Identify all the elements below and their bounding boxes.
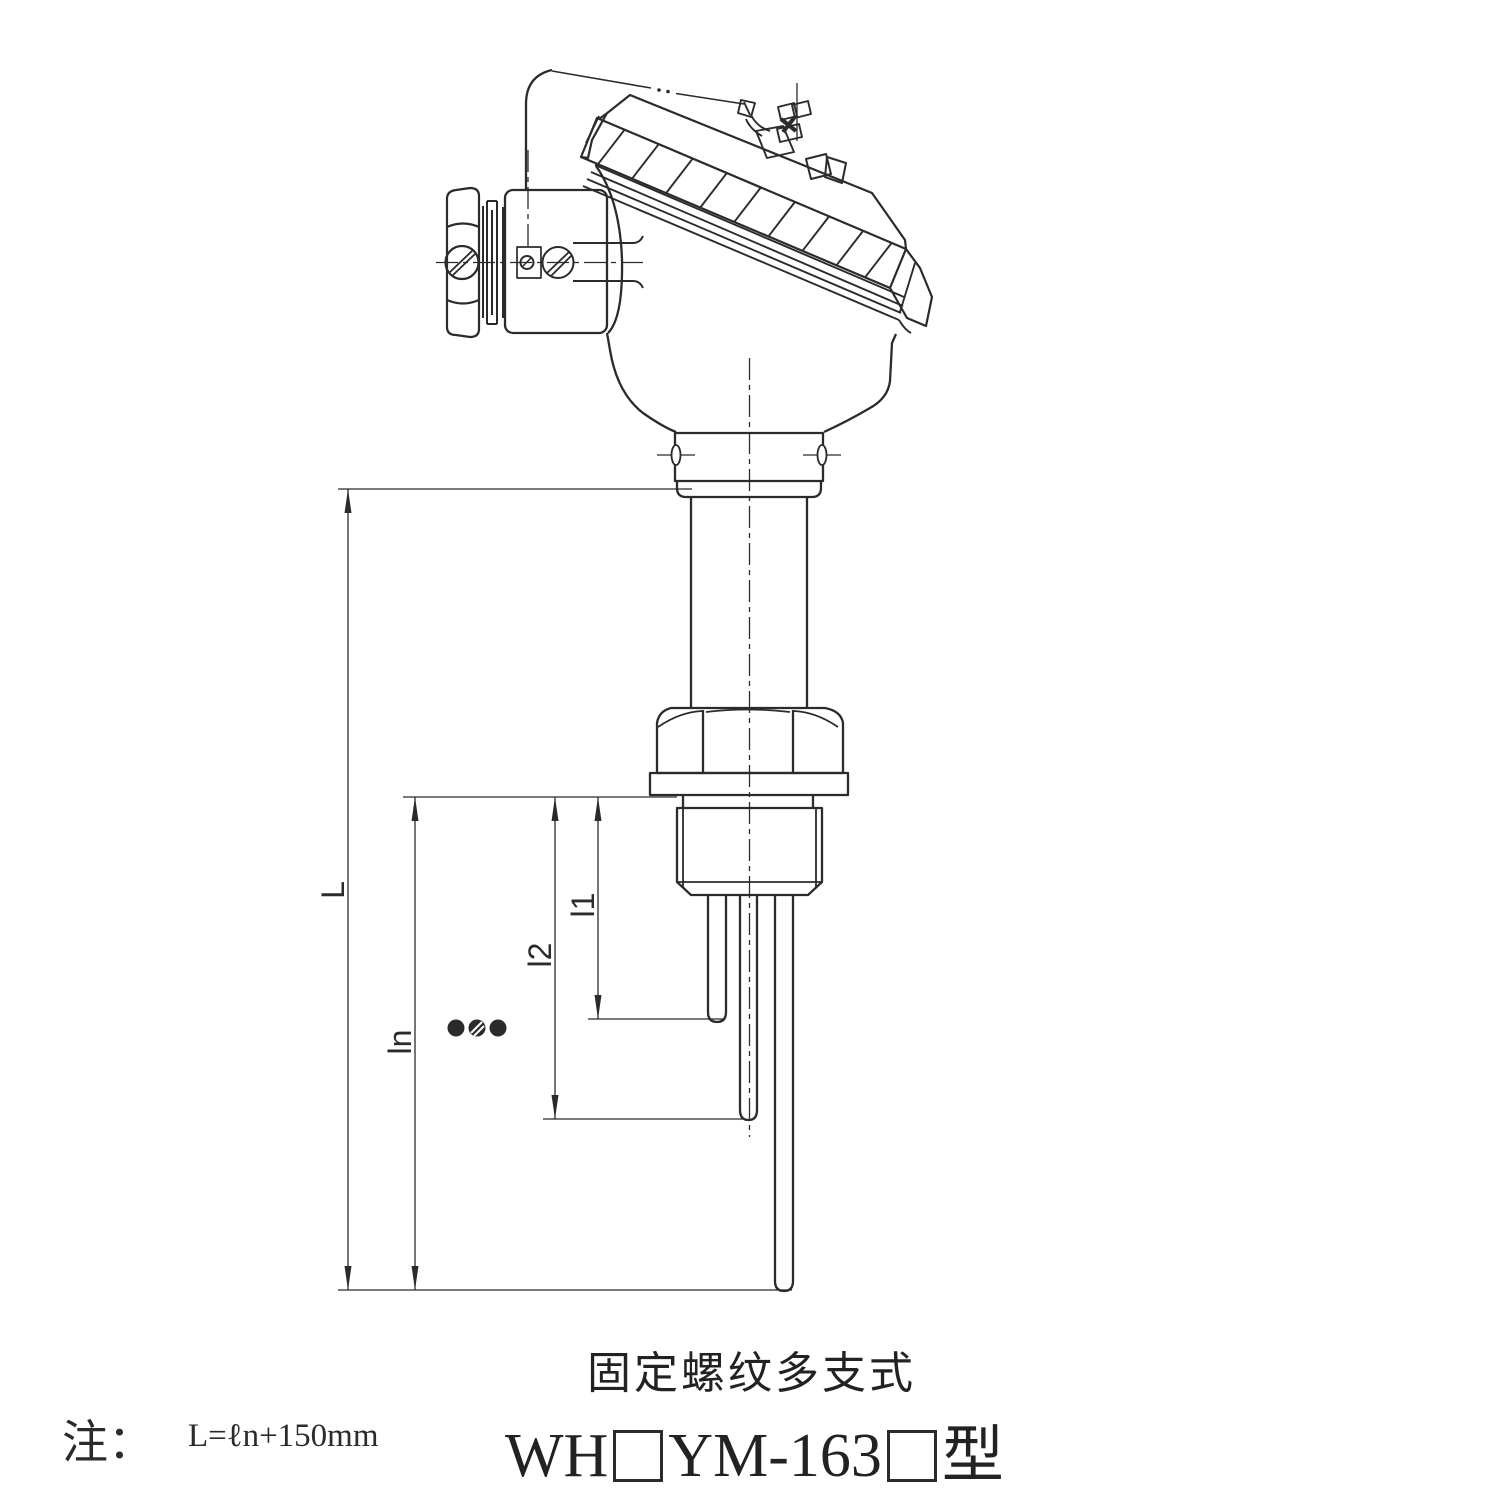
terminal-parts <box>516 235 644 289</box>
neck-clamp-band <box>657 431 841 499</box>
neck-tube <box>689 497 809 708</box>
band-screw-right <box>816 444 828 466</box>
cap-right-end <box>889 248 934 328</box>
probe-middle <box>738 895 759 1122</box>
cap-hinge-lugs <box>805 153 847 184</box>
model-code-prefix: WH <box>505 1422 609 1490</box>
screw-slot-marks <box>779 116 798 134</box>
hex-nut-outline <box>655 706 845 775</box>
hex-nut-facet-lines <box>701 710 795 773</box>
model-code-suffix: 型 <box>941 1422 1004 1490</box>
model-code-line: WH YM-163 型 <box>505 1404 1004 1494</box>
head-lower-bowl-right <box>823 333 898 434</box>
gland-screw-slot <box>449 250 476 276</box>
ellipsis-dots <box>447 1019 507 1037</box>
thread-crest-lines <box>682 808 817 888</box>
model-code-placeholder-box-1 <box>613 1430 664 1482</box>
band-screw-left <box>670 444 682 466</box>
cable-gland <box>444 186 504 339</box>
terminal-screw-large-slot <box>546 251 573 277</box>
head-lower-bowl-left <box>605 332 677 434</box>
drawing-note: 注： L=ℓn+150mm <box>62 1406 379 1472</box>
gland-nut-facet-top <box>446 222 480 229</box>
bracket-hook-line <box>743 101 751 116</box>
probes <box>706 895 795 1293</box>
bracket-arm <box>745 114 771 137</box>
terminal-screw-large <box>541 246 575 279</box>
cap-left-end <box>580 112 608 160</box>
note-label: 注： <box>62 1417 154 1468</box>
cap-knurl-lines <box>597 129 893 278</box>
gland-hex-nut <box>445 186 481 339</box>
cap-gasket-rings <box>582 164 912 334</box>
model-code-middle: YM-163 <box>668 1422 882 1490</box>
flange-washer <box>648 771 850 797</box>
cable-entry-boss <box>503 188 609 335</box>
gland-nut-facet-bottom <box>446 298 480 305</box>
dim-label-l2: l2 <box>522 943 558 968</box>
thread-neck-step <box>681 795 815 808</box>
cover-screw-assembly <box>737 83 812 159</box>
process-hex-nut <box>655 706 845 775</box>
bracket-stand <box>755 125 795 159</box>
phantom-top-line <box>551 70 745 105</box>
connection-head-body <box>503 68 898 434</box>
terminal-clamp <box>516 246 542 279</box>
screw-cover-cap <box>579 93 934 334</box>
terminal-screw-small-slot <box>521 256 533 268</box>
dim-arrows <box>344 489 602 1290</box>
figure-caption: 固定螺纹多支式 <box>587 1349 916 1398</box>
head-right-bulge <box>595 165 624 334</box>
probe-short <box>706 895 728 1024</box>
terminal-screw-small <box>519 255 535 270</box>
dim-labels: L ln l2 l1 <box>315 881 601 1054</box>
band-lip <box>675 481 823 499</box>
dim-label-l1: l1 <box>565 893 601 918</box>
sensor-conduit-tube <box>573 235 644 289</box>
note-formula: L=ℓn+150mm <box>188 1418 379 1454</box>
dim-label-ln: ln <box>382 1030 418 1055</box>
screw-nut-right <box>791 100 812 119</box>
thread-bushing <box>675 795 824 897</box>
dim-label-L: L <box>315 881 351 899</box>
gland-washer-stack <box>482 200 504 325</box>
probe-long <box>773 895 795 1293</box>
gland-screw-head <box>444 244 480 281</box>
hex-nut-chamfer-arcs <box>657 708 839 728</box>
model-code-placeholder-box-2 <box>886 1430 937 1482</box>
head-left-outline <box>524 68 553 190</box>
dimension-system: L ln l2 l1 <box>315 488 792 1291</box>
